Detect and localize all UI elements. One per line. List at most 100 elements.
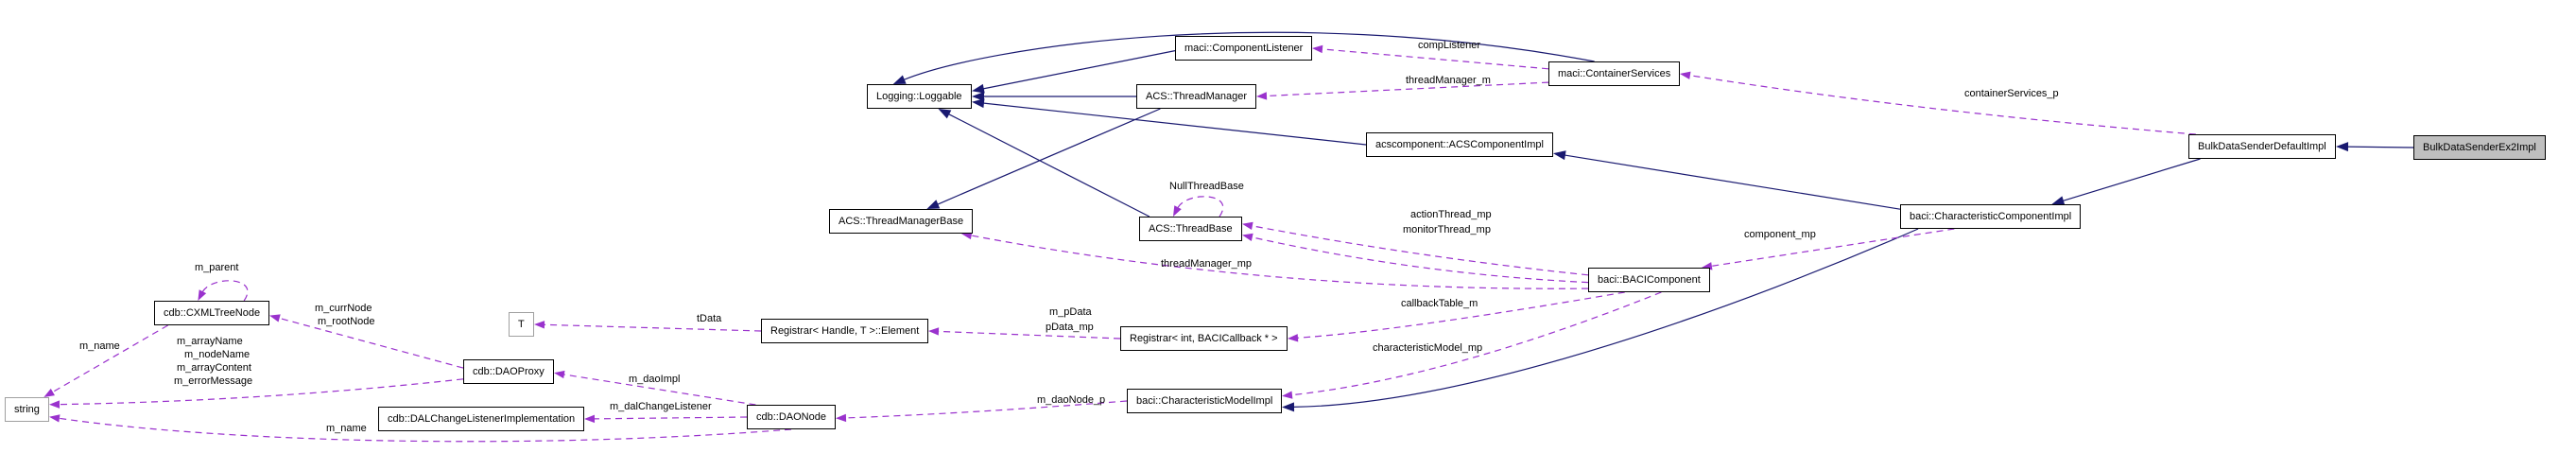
arrowhead	[1242, 233, 1253, 241]
edge-usage	[844, 400, 1128, 419]
arrowhead	[1282, 391, 1293, 399]
edge-usage	[51, 324, 168, 393]
edge-inheritance	[2062, 158, 2201, 202]
arrowhead	[584, 414, 596, 424]
edge-label: characteristicModel_mp	[1373, 342, 1483, 354]
edge-label: callbackTable_m	[1401, 298, 1478, 309]
edge-label: m_name	[326, 423, 367, 434]
edge-usage	[1176, 196, 1224, 218]
edge-label: m_currNode	[315, 303, 372, 314]
node-charcomp[interactable]: baci::CharacteristicComponentImpl	[1900, 204, 2082, 229]
arrowhead	[1282, 402, 1295, 412]
edge-inheritance	[903, 31, 1595, 81]
node-complistener[interactable]: maci::ComponentListener	[1175, 36, 1313, 61]
arrowhead	[269, 314, 281, 322]
edge-usage	[1321, 48, 1549, 70]
edge-label: component_mp	[1744, 229, 1816, 240]
arrowhead	[928, 327, 940, 336]
edge-label: containerServices_p	[1964, 88, 2059, 99]
node-loggable[interactable]: Logging::Loggable	[867, 84, 972, 109]
edge-usage	[1710, 228, 1955, 268]
node-threadbase[interactable]: ACS::ThreadBase	[1139, 217, 1242, 241]
edge-inheritance	[1564, 154, 1901, 210]
node-tmbase[interactable]: ACS::ThreadManagerBase	[829, 209, 974, 234]
node-bulkex2: BulkDataSenderEx2Impl	[2413, 135, 2546, 160]
edge-usage	[1251, 225, 1589, 276]
edge-usage	[1251, 236, 1589, 284]
node-containerservices[interactable]: maci::ContainerServices	[1548, 61, 1681, 86]
arrowhead	[972, 83, 985, 94]
node-daonode[interactable]: cdb::DAONode	[747, 405, 836, 429]
node-element[interactable]: Registrar< Handle, T >::Element	[761, 319, 929, 343]
edge-usage	[1688, 74, 2196, 135]
edge-inheritance	[947, 113, 1150, 218]
edge-label: actionThread_mp	[1410, 209, 1492, 220]
arrowhead	[534, 321, 545, 329]
edge-usage	[1290, 291, 1662, 396]
edge-usage	[937, 330, 1121, 340]
edge-label: threadManager_m	[1406, 75, 1491, 86]
edge-label: tData	[697, 313, 722, 324]
edge-label: compListener	[1418, 40, 1481, 51]
arrowhead	[1242, 221, 1253, 230]
edge-usage	[562, 374, 756, 406]
edge-label: m_parent	[195, 262, 239, 273]
edge-label: monitorThread_mp	[1403, 224, 1491, 235]
edge-label: m_nodeName	[184, 349, 251, 360]
node-daoproxy[interactable]: cdb::DAOProxy	[463, 359, 554, 384]
edge-inheritance	[2346, 146, 2414, 148]
edge-usage	[201, 280, 249, 302]
edge-label: m_pData	[1049, 306, 1092, 318]
edge-usage	[593, 416, 748, 420]
edge-usage	[1265, 81, 1549, 97]
node-string: string	[5, 397, 49, 422]
edge-label: m_arrayContent	[177, 362, 251, 374]
edge-label: m_arrayName	[177, 336, 243, 347]
edge-usage	[543, 323, 762, 332]
arrowhead	[554, 370, 565, 379]
arrowhead	[926, 200, 941, 209]
edge-usage	[278, 317, 464, 369]
node-bulkdefault[interactable]: BulkDataSenderDefaultImpl	[2188, 134, 2336, 159]
arrowhead	[1256, 92, 1268, 100]
edge-usage	[58, 417, 792, 443]
arrowhead	[972, 98, 985, 109]
arrowhead	[1172, 205, 1182, 217]
arrowhead	[1680, 71, 1691, 79]
arrowhead	[2336, 142, 2349, 152]
node-cxml[interactable]: cdb::CXMLTreeNode	[154, 301, 270, 325]
arrowhead	[1288, 334, 1299, 342]
arrowhead	[43, 388, 55, 397]
arrowhead	[1312, 44, 1323, 54]
edge-usage	[58, 378, 464, 406]
node-threadmanager[interactable]: ACS::ThreadManager	[1136, 84, 1256, 109]
arrowhead	[972, 92, 984, 101]
node-model[interactable]: baci::CharacteristicModelImpl	[1127, 389, 1283, 413]
arrowhead	[49, 414, 61, 423]
arrowhead	[938, 109, 952, 119]
edge-inheritance	[936, 108, 1161, 205]
node-bacicomp[interactable]: baci::BACIComponent	[1588, 268, 1710, 292]
edge-label: threadManager_mp	[1161, 258, 1253, 270]
arrowhead	[49, 400, 61, 409]
edge-usage	[970, 235, 1589, 289]
edge-label: m_dalChangeListener	[610, 401, 712, 412]
edge-inheritance	[1292, 228, 1919, 408]
edge-inheritance	[982, 102, 1367, 146]
edge-label: NullThreadBase	[1169, 181, 1244, 192]
node-t: T	[509, 312, 534, 337]
node-dalcli[interactable]: cdb::DALChangeListenerImplementation	[378, 407, 585, 431]
arrowhead	[892, 75, 907, 84]
edge-usage	[1296, 291, 1625, 339]
edge-label: m_daoImpl	[629, 374, 681, 385]
node-regint[interactable]: Registrar< int, BACICallback * >	[1120, 326, 1288, 351]
edge-label: pData_mp	[1046, 322, 1094, 333]
arrowhead	[2051, 196, 2066, 205]
edge-label: m_name	[79, 340, 120, 352]
arrowhead	[1553, 150, 1566, 161]
edge-label: m_daoNode_p	[1037, 394, 1106, 406]
node-acscomp[interactable]: acscomponent::ACSComponentImpl	[1366, 132, 1553, 157]
edge-label: m_errorMessage	[174, 375, 253, 387]
